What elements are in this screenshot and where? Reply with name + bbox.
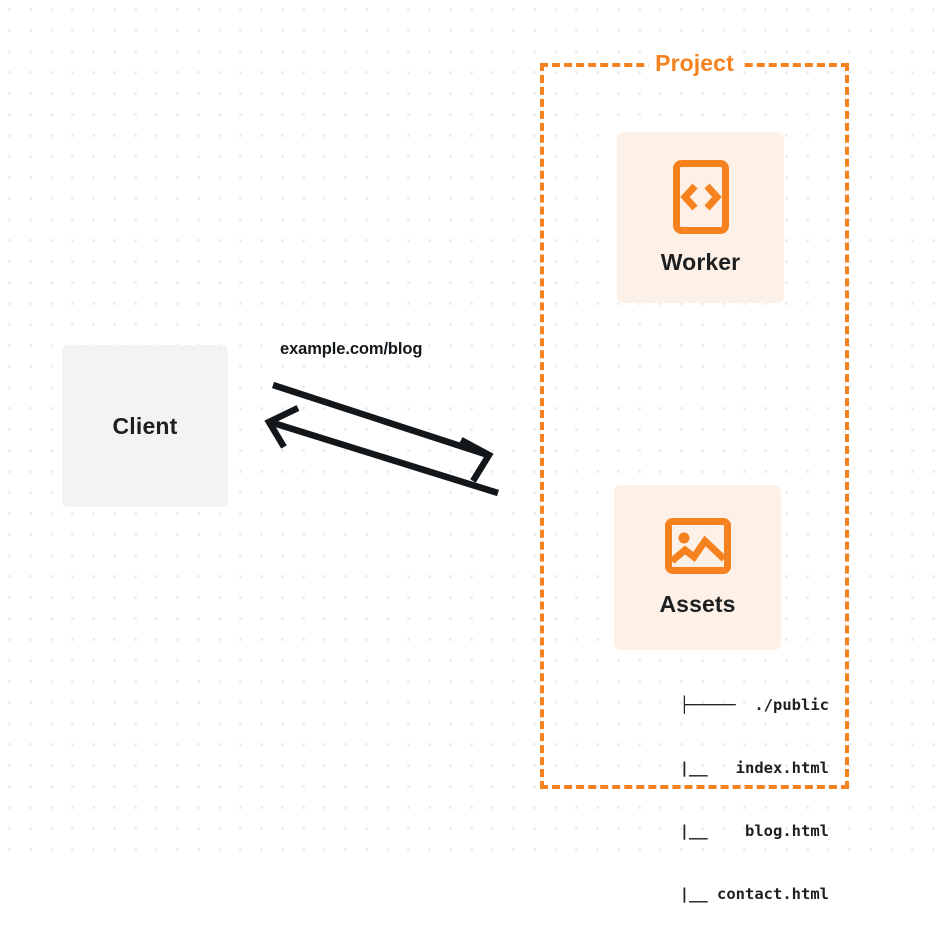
response-arrow [264, 405, 499, 497]
file-tree-line: |__ index.html [633, 759, 829, 777]
assets-file-tree: ├───── ./public |__ index.html |__ blog.… [588, 653, 838, 947]
connection-arrows [264, 381, 499, 497]
client-node-label: Client [112, 412, 178, 439]
image-picture-icon [664, 518, 731, 574]
file-tree-line: |__ blog.html [633, 822, 829, 840]
worker-node-label: Worker [660, 249, 741, 275]
code-brackets-icon [672, 160, 729, 234]
file-tree-line: |__ contact.html [633, 885, 829, 903]
assets-node-label: Assets [659, 591, 736, 617]
project-container[interactable]: Project Worker Assets ├───── ./public |_… [540, 50, 849, 903]
project-container-label: Project [648, 50, 741, 77]
file-tree-line: ├───── ./public [679, 696, 829, 714]
assets-node[interactable]: Assets [614, 485, 781, 650]
request-arrow [271, 381, 494, 483]
worker-node[interactable]: Worker [617, 132, 784, 303]
connection-url-label: example.com/blog [280, 340, 423, 358]
client-node[interactable]: Client [62, 345, 228, 507]
